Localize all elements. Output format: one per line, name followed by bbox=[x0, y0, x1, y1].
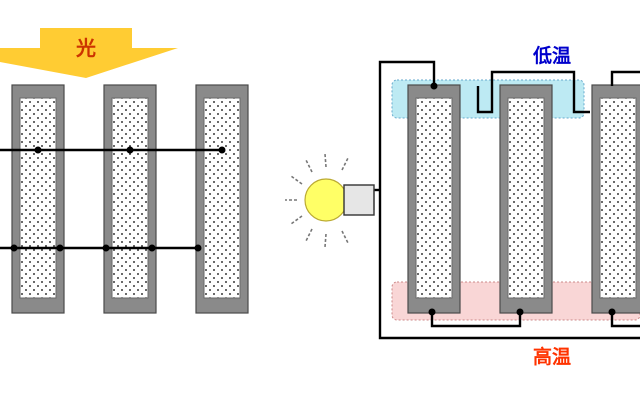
right-cell-2 bbox=[499, 84, 553, 314]
right-cell-3 bbox=[591, 84, 640, 314]
left-cell-3 bbox=[195, 84, 249, 314]
right-cells bbox=[407, 84, 640, 314]
bulb-rays bbox=[285, 153, 349, 248]
left-cell-2 bbox=[103, 84, 157, 314]
down-arrow-icon bbox=[0, 28, 178, 78]
light-label: 光 bbox=[75, 36, 96, 60]
left-cell-1 bbox=[11, 84, 65, 314]
bulb-socket bbox=[343, 184, 375, 216]
right-wires bbox=[372, 60, 640, 340]
left-wires bbox=[0, 146, 226, 252]
bulb-glass bbox=[304, 178, 348, 222]
light-bulb-icon bbox=[285, 153, 375, 248]
low-temp-label: 低温 bbox=[532, 44, 571, 67]
light-arrow: 光 bbox=[0, 28, 178, 78]
left-cells bbox=[11, 84, 249, 314]
high-temp-label: 高温 bbox=[533, 345, 571, 368]
right-cell-1 bbox=[407, 84, 461, 314]
